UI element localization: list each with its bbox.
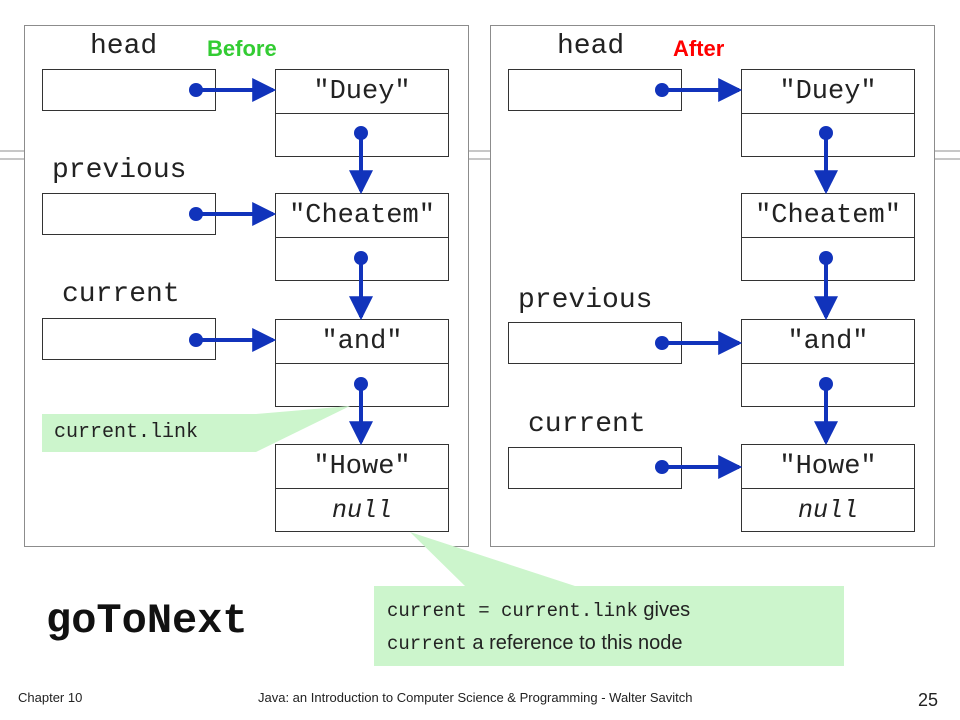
after-node-howe: "Howe" null: [741, 444, 915, 532]
note-callout: current = current.link gives current a r…: [374, 586, 844, 666]
before-node-howe: "Howe" null: [275, 444, 449, 532]
decorative-rule-left-2: [0, 158, 24, 160]
note-callout-pointer: [410, 532, 575, 586]
footer-page-number: 25: [918, 690, 939, 710]
before-head-label: head: [90, 31, 158, 62]
node-value: "Cheatem": [742, 194, 914, 238]
before-callout-pointer: [256, 406, 350, 452]
decorative-rule-right-2: [934, 158, 960, 160]
note-code-2: current: [387, 633, 467, 655]
after-previous-label: previous: [518, 285, 653, 316]
before-node-duey: "Duey": [275, 69, 449, 157]
node-value: "Howe": [742, 445, 914, 489]
footer-chapter: Chapter 10: [18, 690, 83, 705]
node-value: "Cheatem": [276, 194, 448, 238]
before-callout-current-link: current.link: [42, 414, 256, 452]
before-head-ref-box: [42, 69, 216, 111]
note-code-1: current = current.link: [387, 600, 638, 622]
before-state-label: Before: [207, 36, 277, 61]
after-current-ref-box: [508, 447, 682, 489]
after-current-label: current: [528, 409, 646, 440]
decorative-rule-middle-2: [468, 158, 490, 160]
before-previous-label: previous: [52, 155, 187, 186]
node-value: "Howe": [276, 445, 448, 489]
note-text-1: gives: [637, 599, 691, 621]
note-line-2: current a reference to this node: [387, 627, 844, 660]
footer-book: Java: an Introduction to Computer Scienc…: [258, 690, 693, 705]
note-text-2: a reference to this node: [466, 632, 683, 654]
node-link: null: [331, 496, 392, 525]
before-previous-ref-box: [42, 193, 216, 235]
node-value: "and": [276, 320, 448, 364]
after-head-ref-box: [508, 69, 682, 111]
after-state-label: After: [673, 36, 725, 61]
decorative-rule-right: [934, 150, 960, 152]
after-head-label: head: [557, 31, 625, 62]
node-value: "and": [742, 320, 914, 364]
node-value: "Duey": [742, 70, 914, 114]
after-previous-ref-box: [508, 322, 682, 364]
before-current-ref-box: [42, 318, 216, 360]
decorative-rule-left: [0, 150, 24, 152]
node-value: "Duey": [276, 70, 448, 114]
slide-title: goToNext: [46, 597, 248, 645]
before-current-label: current: [62, 279, 180, 310]
before-node-and: "and": [275, 319, 449, 407]
note-line-1: current = current.link gives: [387, 594, 844, 627]
node-link: null: [797, 496, 858, 525]
decorative-rule-middle: [468, 150, 490, 152]
